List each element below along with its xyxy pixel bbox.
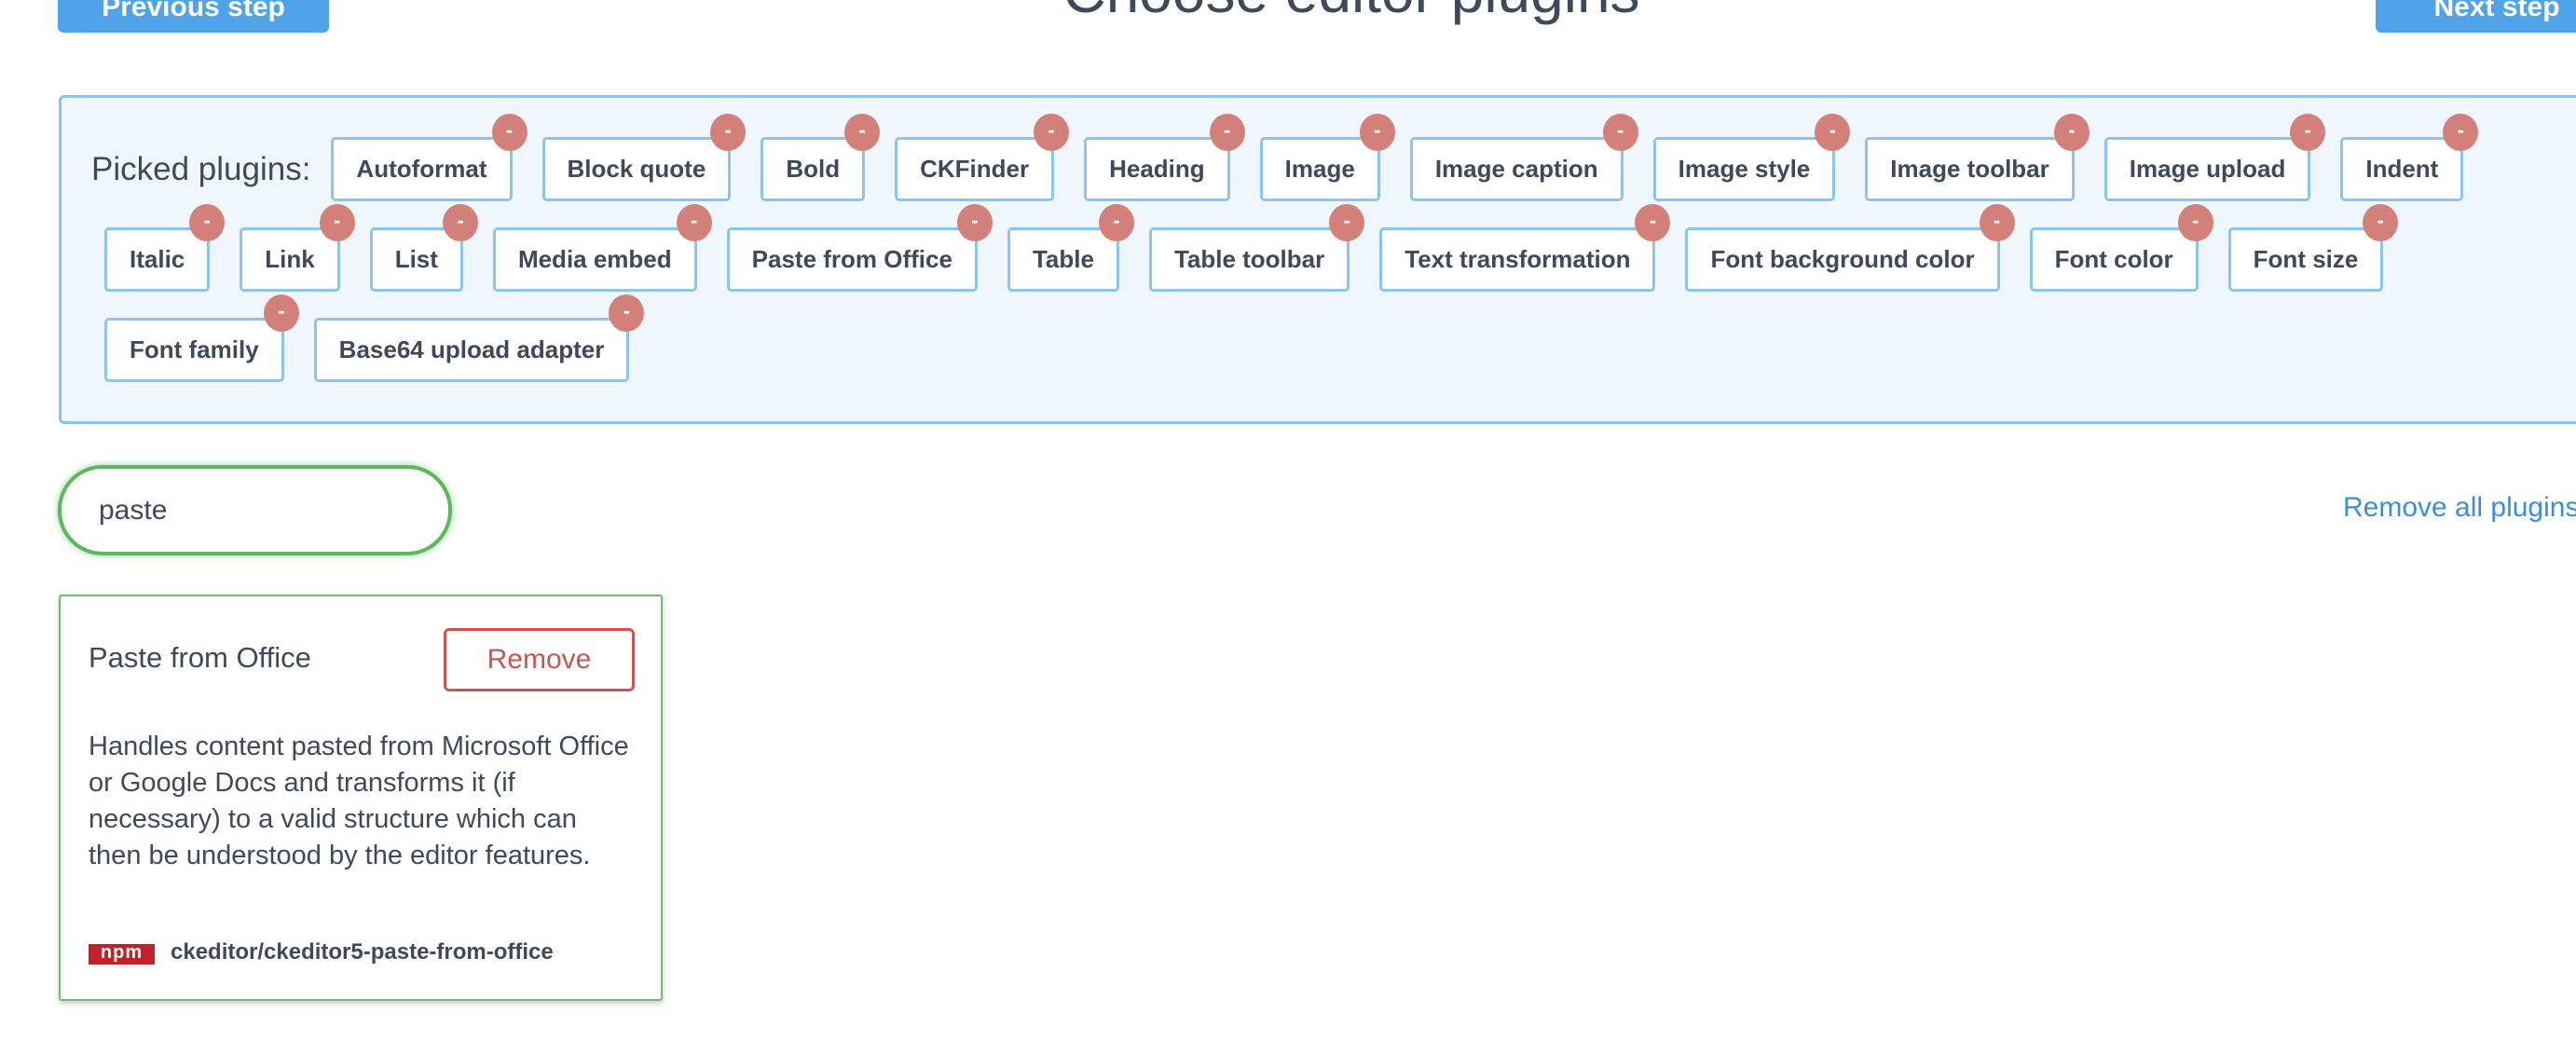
picked-plugin-chip[interactable]: Paste from Office- (726, 204, 993, 292)
picked-plugins-label: Picked plugins: (91, 151, 311, 187)
picked-plugin-chip[interactable]: Table toolbar- (1148, 204, 1365, 292)
picked-plugin-label: Indent (2365, 155, 2439, 183)
picked-plugin-label: Table toolbar (1173, 245, 1325, 273)
remove-plugin-badge-icon[interactable]: - (1602, 114, 1638, 151)
picked-plugin-chip[interactable]: Bold- (760, 114, 881, 201)
picked-plugin-label: Block quote (567, 155, 706, 183)
remove-plugin-badge-icon[interactable]: - (1209, 114, 1245, 151)
remove-plugin-badge-icon[interactable]: - (2177, 204, 2213, 241)
picked-plugin-chip[interactable]: Base64 upload adapter- (313, 294, 645, 382)
remove-plugin-badge-icon[interactable]: - (676, 204, 712, 241)
picked-plugin-chip[interactable]: CKFinder- (895, 114, 1070, 201)
remove-plugin-badge-icon[interactable]: - (263, 294, 299, 332)
picked-plugin-label: Autoformat (356, 155, 487, 183)
picked-plugin-chip[interactable]: Italic- (104, 204, 226, 292)
remove-plugin-badge-icon[interactable]: - (319, 204, 355, 241)
picked-plugin-label: Font background color (1710, 245, 1975, 273)
picked-plugin-label: Font color (2054, 245, 2173, 273)
plugin-card-title: Paste from Office (89, 641, 311, 674)
picked-plugin-chip[interactable]: Font size- (2227, 204, 2399, 292)
remove-plugin-badge-icon[interactable]: - (1359, 114, 1395, 151)
picked-plugin-chip[interactable]: Autoformat- (331, 114, 528, 201)
page-title: Choose editor plugins (0, 0, 2576, 26)
picked-plugin-label: Font size (2253, 245, 2359, 273)
plugin-search-input[interactable] (58, 465, 452, 555)
remove-plugin-badge-icon[interactable]: - (189, 204, 226, 241)
picked-plugin-label: Media embed (517, 245, 672, 273)
remove-plugin-badge-icon[interactable]: - (2053, 114, 2090, 151)
picked-plugin-chip[interactable]: Media embed- (492, 204, 712, 292)
remove-plugin-badge-icon[interactable]: - (710, 114, 747, 151)
picked-plugin-label: List (394, 245, 438, 273)
remove-plugin-badge-icon[interactable]: - (2363, 204, 2399, 241)
picked-plugin-chip[interactable]: Link- (240, 204, 355, 292)
remove-plugin-badge-icon[interactable]: - (956, 204, 993, 241)
remove-all-plugins-link[interactable]: Remove all plugins (2343, 492, 2576, 523)
picked-plugin-chip[interactable]: Font family- (104, 294, 299, 382)
picked-plugin-chip[interactable]: Block quote- (541, 114, 747, 201)
remove-plugin-badge-icon[interactable]: - (2290, 114, 2326, 151)
picked-plugin-label: Link (265, 245, 315, 273)
remove-plugin-badge-icon[interactable]: - (2443, 114, 2479, 151)
remove-plugin-badge-icon[interactable]: - (609, 294, 645, 332)
picked-plugin-chip[interactable]: Image toolbar- (1865, 114, 2090, 201)
picked-plugin-chip[interactable]: Indent- (2340, 114, 2479, 201)
picked-plugin-label: Base64 upload adapter (338, 335, 605, 363)
picked-plugin-label: Heading (1109, 155, 1205, 183)
remove-plugin-badge-icon[interactable]: - (442, 204, 478, 241)
next-step-button[interactable]: Next step (2376, 0, 2576, 33)
picked-plugin-label: Bold (786, 155, 841, 183)
remove-plugin-badge-icon[interactable]: - (844, 114, 881, 151)
picked-plugin-label: Paste from Office (751, 245, 952, 273)
picked-plugin-chip[interactable]: Font background color- (1685, 204, 2015, 292)
picked-plugin-label: Image toolbar (1890, 155, 2049, 183)
picked-plugins-panel: Picked plugins: Autoformat-Block quote-B… (59, 95, 2576, 424)
npm-logo-icon: npm (89, 943, 155, 965)
remove-plugin-badge-icon[interactable]: - (1979, 204, 2015, 241)
remove-plugin-badge-icon[interactable]: - (491, 114, 528, 151)
picked-plugin-chip[interactable]: Table- (1007, 204, 1134, 292)
picked-plugin-label: Text transformation (1404, 245, 1631, 273)
remove-plugin-badge-icon[interactable]: - (1329, 204, 1365, 241)
picked-plugin-chip[interactable]: Image caption- (1409, 114, 1638, 201)
plugin-card: Paste from Office Remove Handles content… (59, 595, 663, 1001)
picked-plugin-label: Image (1284, 155, 1355, 183)
npm-package-link[interactable]: ckeditor/ckeditor5-paste-from-office (171, 939, 554, 965)
picked-plugin-label: CKFinder (920, 155, 1030, 183)
picked-plugin-chip[interactable]: Image- (1259, 114, 1395, 201)
picked-plugin-chip[interactable]: Heading- (1084, 114, 1245, 201)
picked-plugin-chip[interactable]: Font color- (2029, 204, 2213, 292)
picked-plugin-label: Table (1032, 245, 1094, 273)
plugin-description: Handles content pasted from Microsoft Of… (89, 732, 629, 870)
picked-plugin-label: Font family (130, 335, 259, 363)
picked-plugin-chip[interactable]: Image upload- (2103, 114, 2326, 201)
remove-plugin-badge-icon[interactable]: - (1635, 204, 1671, 241)
remove-plugin-button[interactable]: Remove (444, 628, 635, 691)
remove-plugin-badge-icon[interactable]: - (1098, 204, 1134, 241)
picked-plugin-label: Image caption (1434, 155, 1598, 183)
previous-step-button[interactable]: Previous step (58, 0, 329, 33)
picked-plugin-chip[interactable]: Image style- (1652, 114, 1851, 201)
remove-plugin-badge-icon[interactable]: - (1034, 114, 1070, 151)
picked-plugin-label: Italic (130, 245, 185, 273)
picked-plugin-label: Image style (1678, 155, 1811, 183)
picked-plugin-label: Image upload (2129, 155, 2286, 183)
picked-plugin-chip[interactable]: List- (369, 204, 478, 292)
picked-plugin-chip[interactable]: Text transformation- (1379, 204, 1671, 292)
remove-plugin-badge-icon[interactable]: - (1815, 114, 1851, 151)
picked-plugins-list: Picked plugins: Autoformat-Block quote-B… (91, 114, 2537, 382)
